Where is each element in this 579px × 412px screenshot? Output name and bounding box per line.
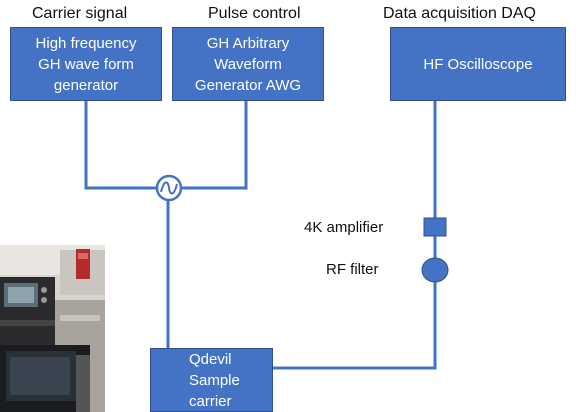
sample-carrier-box: Qdevil Sample carrier bbox=[150, 348, 273, 412]
cryostat-lab-photo bbox=[0, 245, 105, 412]
oscilloscope-label: HF Oscilloscope bbox=[423, 55, 533, 73]
header-pulse-control: Pulse control bbox=[208, 5, 301, 22]
sample-carrier-label: Qdevil Sample carrier bbox=[189, 350, 240, 410]
awg-box: GH Arbitrary Waveform Generator AWG bbox=[172, 27, 324, 101]
wire-generator-to-mixer bbox=[84, 101, 160, 190]
mixer-circle-icon bbox=[155, 174, 183, 202]
hf-generator-box: High frequency GH wave form generator bbox=[10, 27, 162, 101]
header-carrier-signal: Carrier signal bbox=[32, 5, 128, 22]
amplifier-block bbox=[423, 217, 447, 237]
oscilloscope-box: HF Oscilloscope bbox=[390, 27, 566, 101]
rf-filter-label: RF filter bbox=[326, 261, 379, 278]
awg-label: GH Arbitrary Waveform Generator AWG bbox=[194, 34, 302, 94]
wire-awg-to-mixer bbox=[180, 101, 248, 190]
amplifier-label: 4K amplifier bbox=[304, 219, 384, 236]
hf-generator-label: High frequency GH wave form generator bbox=[35, 34, 137, 94]
wire-filter-to-sample bbox=[272, 282, 437, 370]
rf-filter-block bbox=[421, 257, 449, 283]
header-data-acquisition: Data acquisition DAQ bbox=[383, 5, 536, 22]
